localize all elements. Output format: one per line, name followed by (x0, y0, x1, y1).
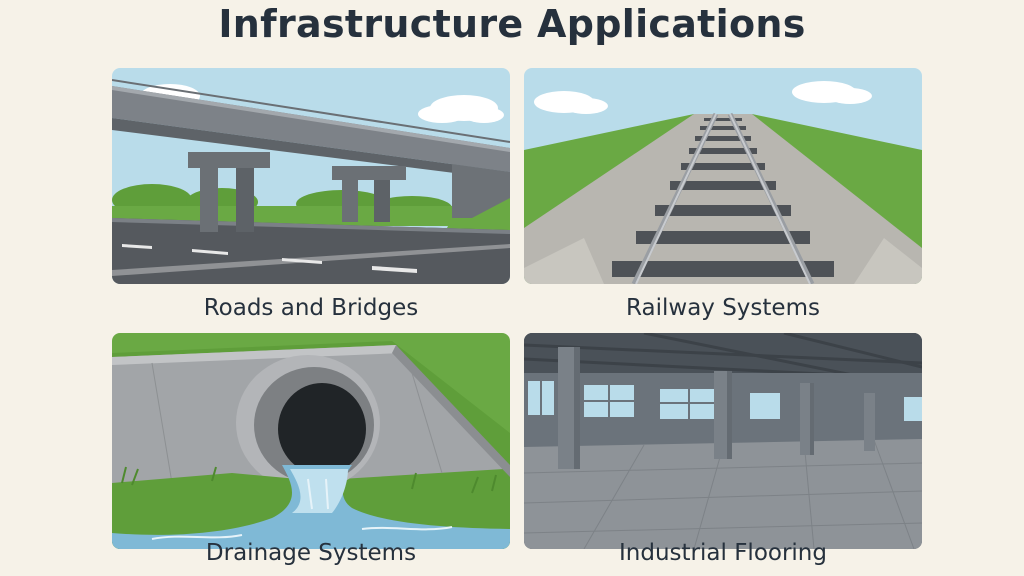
industrial-flooring-caption: Industrial Flooring (619, 540, 827, 566)
railway-panel (524, 68, 922, 284)
roads-bridges-caption: Roads and Bridges (203, 295, 419, 321)
bridge-icon (112, 68, 510, 284)
warehouse-icon (524, 333, 922, 549)
drainage-panel (112, 333, 510, 549)
railway-caption: Railway Systems (626, 295, 820, 321)
drainage-caption: Drainage Systems (205, 540, 417, 566)
roads-bridges-panel (112, 68, 510, 284)
railway-icon (524, 68, 922, 284)
page-title: Infrastructure Applications (218, 2, 806, 46)
industrial-flooring-panel (524, 333, 922, 549)
culvert-icon (112, 333, 510, 549)
